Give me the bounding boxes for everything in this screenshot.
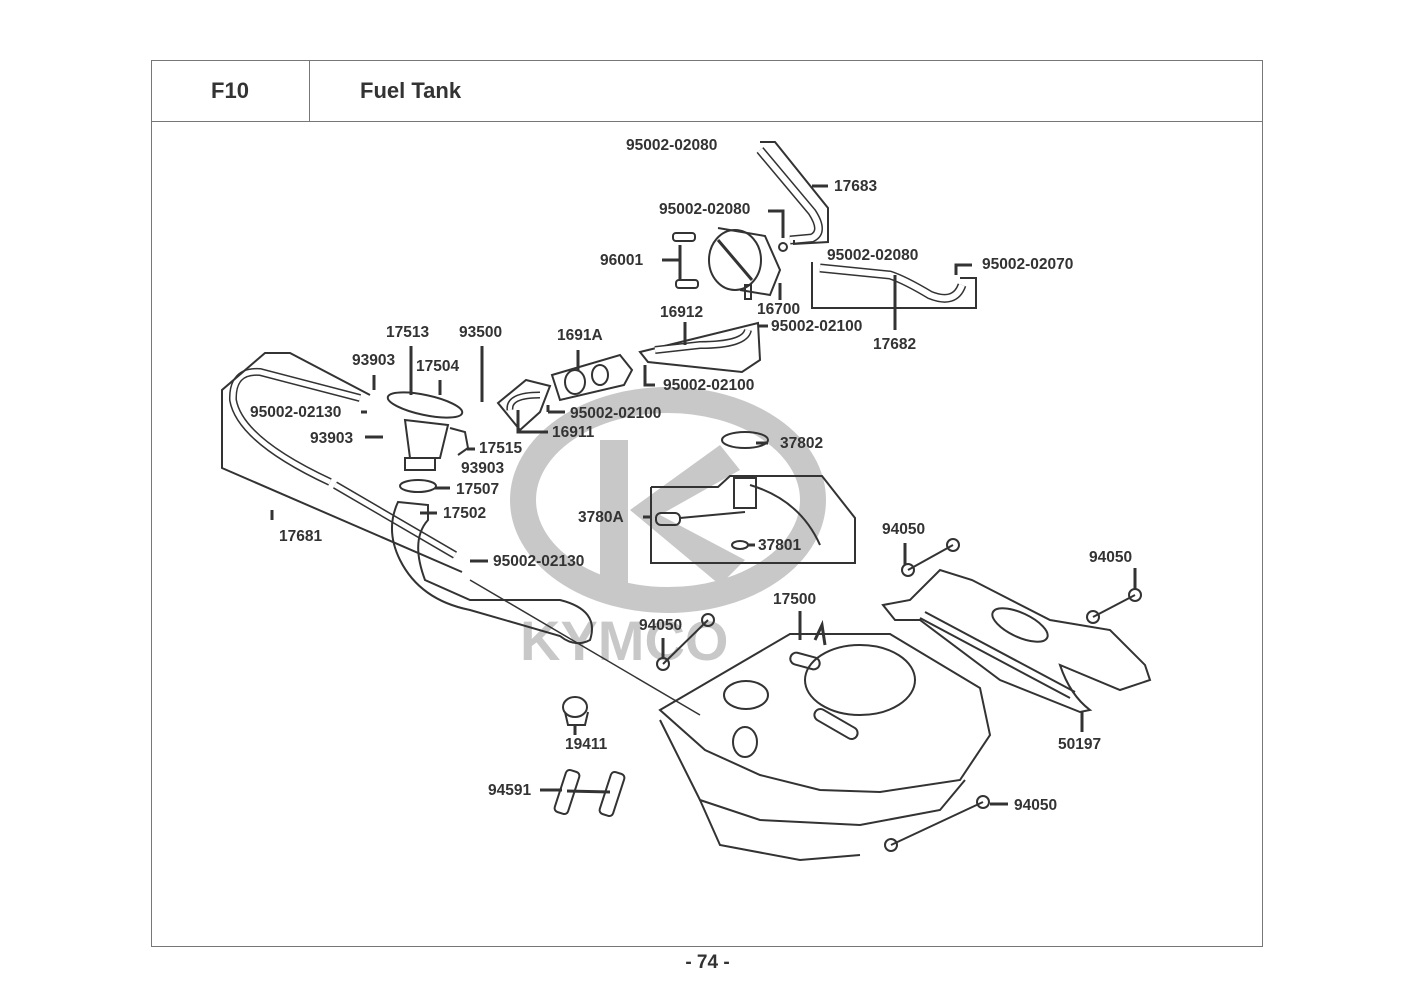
part-label: 93903 <box>461 460 505 477</box>
breather-hose-17681-drawing <box>221 352 463 573</box>
part-label: 95002-02080 <box>626 137 718 154</box>
part-label: 50197 <box>1058 736 1102 753</box>
rubber-94591-drawing <box>553 768 626 818</box>
part-label: 17507 <box>456 481 500 498</box>
part-label: 17681 <box>279 528 323 545</box>
part-label: 95002-02100 <box>570 405 662 422</box>
diagram-frame <box>151 60 1263 947</box>
part-label: 94050 <box>639 617 683 634</box>
page-number: - 74 - <box>685 952 730 973</box>
part-label: 16911 <box>552 424 595 441</box>
part-label: 93903 <box>352 352 396 369</box>
part-label: 3780A <box>578 509 624 526</box>
part-label: 37801 <box>758 537 802 554</box>
hose-16911-drawing <box>496 378 552 432</box>
filler-neck-drawing <box>386 391 470 471</box>
part-label: 16700 <box>757 301 801 318</box>
fuel-pump-drawing <box>708 227 788 300</box>
part-label: 95002-02100 <box>663 377 755 394</box>
leader-lines <box>270 184 1137 806</box>
part-label: 17513 <box>386 324 430 341</box>
part-label: 95002-02100 <box>771 318 863 335</box>
section-code: F10 <box>151 60 310 122</box>
part-label: 16912 <box>660 304 704 321</box>
header-divider <box>151 121 1263 122</box>
part-label: 17515 <box>479 440 523 457</box>
hose-16912-drawing <box>638 321 762 374</box>
bolts-96001-drawing <box>672 232 699 289</box>
part-label: 94050 <box>1014 797 1058 814</box>
fuel-tank-drawing <box>658 619 992 862</box>
part-label: 93500 <box>459 324 503 341</box>
page-title: Fuel Tank <box>360 78 462 103</box>
clamp-19411-drawing <box>562 696 589 726</box>
watermark-text: KYMCO <box>520 609 728 672</box>
part-label: 94591 <box>488 782 532 799</box>
part-label: 95002-02130 <box>250 404 342 421</box>
kymco-watermark-logo <box>510 387 826 613</box>
part-label: 95002-02080 <box>659 201 751 218</box>
hose-17683-drawing <box>756 141 829 246</box>
part-label: 37802 <box>780 435 824 452</box>
fuel-filter-drawing <box>550 353 634 402</box>
part-label: 94050 <box>1089 549 1133 566</box>
part-label: 1691A <box>557 327 603 344</box>
part-label: 94050 <box>882 521 926 538</box>
bracket-50197-drawing <box>881 568 1152 714</box>
filler-hose-drawing <box>391 479 701 716</box>
part-label: 17683 <box>834 178 878 195</box>
part-label: 19411 <box>565 736 608 753</box>
part-label: 17504 <box>416 358 460 375</box>
part-label: 17500 <box>773 591 817 608</box>
part-label: 95002-02070 <box>982 256 1074 273</box>
part-label: 95002-02130 <box>493 553 585 570</box>
part-label: 17682 <box>873 336 917 353</box>
part-label: 95002-02080 <box>827 247 919 264</box>
fuel-unit-drawing <box>650 431 856 564</box>
part-label: 96001 <box>600 252 644 269</box>
part-label: 17502 <box>443 505 487 522</box>
part-label: 93903 <box>310 430 354 447</box>
